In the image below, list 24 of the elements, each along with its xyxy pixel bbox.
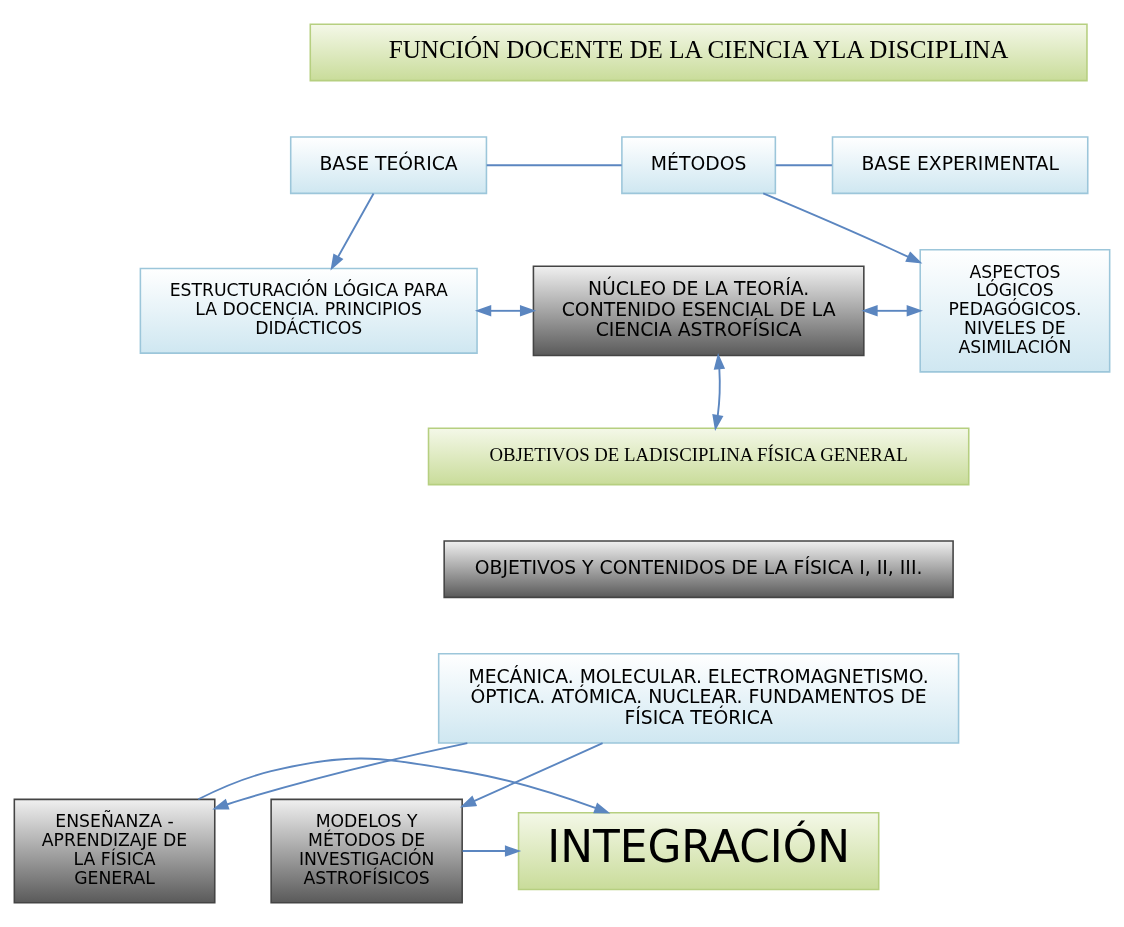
node-box: MECÁNICA. MOLECULAR. ELECTROMAGNETISMO. ÓPTICA. ATÓMICA. NUCLEAR. FUNDAMENTOS DE FÍSICA TEÓRICA: [437, 652, 960, 744]
node-box: MÉTODOS: [621, 136, 777, 195]
arrow: [197, 757, 611, 814]
node-box: MODELOS Y MÉTODOS DE INVESTIGACIÓN ASTROFÍSICOS: [270, 798, 463, 904]
node-box: OBJETIVOS DE LADISCIPLINA FÍSICA GENERAL: [427, 427, 970, 486]
node-box: NÚCLEO DE LA TEORÍA. CONTENIDO ESENCIAL DE LA CIENCIA ASTROFÍSICA: [532, 265, 865, 357]
node-box: ENSEÑANZA - APRENDIZAJE DE LA FÍSICA GENERAL: [13, 798, 216, 904]
node-box: BASE TEÓRICA: [289, 136, 488, 195]
arrow: [762, 192, 923, 264]
arrow: [461, 845, 522, 857]
arrow: [330, 192, 375, 271]
node-box: FUNCIÓN DOCENTE DE LA CIENCIA YLA DISCIPLINA: [309, 23, 1088, 82]
node-box: ASPECTOS LÓGICOS PEDAGÓGICOS. NIVELES DE ASIMILACIÓN: [919, 248, 1111, 373]
arrow: [712, 353, 726, 431]
arrow: [459, 742, 604, 808]
connector: [774, 164, 833, 167]
node-box: OBJETIVOS Y CONTENIDOS DE LA FÍSICA I, II, III.: [443, 540, 954, 599]
arrow: [861, 305, 923, 317]
arrow: [474, 305, 537, 317]
node-box: ESTRUCTURACIÓN LÓGICA PARA LA DOCENCIA. PRINCIPIOS DIDÁCTICOS: [139, 267, 478, 354]
node-box: INTEGRACIÓN: [517, 811, 880, 891]
connector: [485, 164, 623, 167]
arrow: [212, 742, 469, 810]
node-box: BASE EXPERIMENTAL: [831, 136, 1089, 195]
